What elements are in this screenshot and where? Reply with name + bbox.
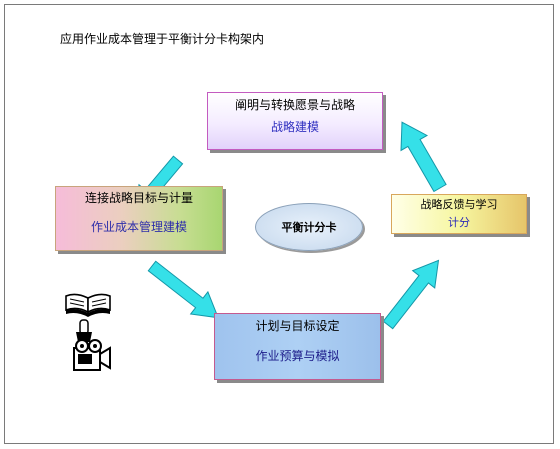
- arrow-link-to-plan: [147, 260, 219, 319]
- open-book-icon: [65, 293, 111, 317]
- planning-target-box: 计划与目标设定 作业预算与模拟: [214, 313, 381, 380]
- abm-modeling-label: 作业成本管理建模: [90, 220, 187, 234]
- film-camera-icon: [73, 339, 111, 371]
- feedback-learning-label: 战略反馈与学习: [420, 198, 498, 211]
- vision-strategy-box: 阐明与转换愿景与战略 战略建模: [207, 92, 383, 150]
- planning-target-label: 计划与目标设定: [255, 319, 340, 333]
- clipart-icons: [65, 293, 111, 371]
- balanced-scorecard-label: 平衡计分卡: [281, 221, 337, 234]
- arrow-feedback-to-vision: [400, 121, 447, 193]
- balanced-scorecard-ellipse: 平衡计分卡: [255, 203, 363, 251]
- link-objectives-label: 连接战略目标与计量: [84, 191, 193, 205]
- feedback-learning-box: 战略反馈与学习 计分: [391, 194, 527, 234]
- arrow-plan-to-feedback: [382, 259, 440, 330]
- strategy-modeling-label: 战略建模: [270, 120, 319, 134]
- vision-strategy-label: 阐明与转换愿景与战略: [234, 98, 355, 112]
- hand-pointer-icon: [76, 319, 92, 342]
- activity-budget-label: 作业预算与模拟: [255, 349, 340, 363]
- link-objectives-box: 连接战略目标与计量 作业成本管理建模: [55, 186, 223, 251]
- scoring-label: 计分: [448, 216, 470, 229]
- diagram-title: 应用作业成本管理于平衡计分卡构架内: [60, 32, 265, 46]
